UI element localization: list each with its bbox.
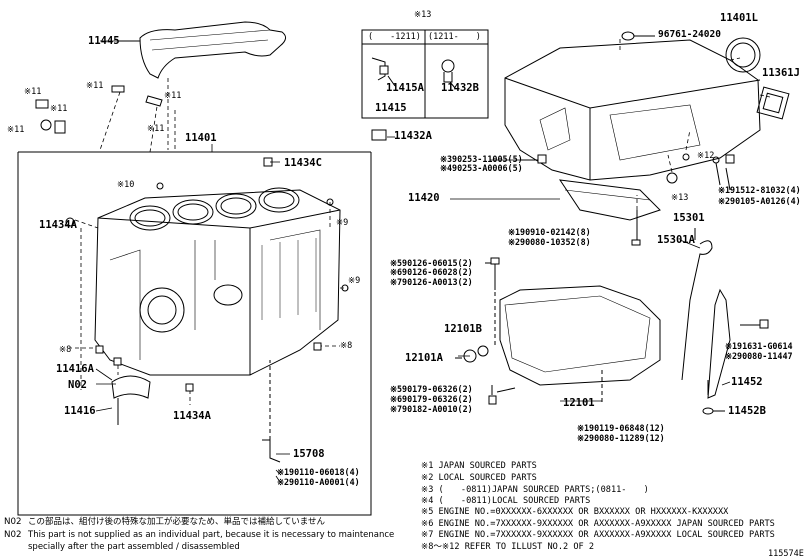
callout-590179: ※590179-06326(2) (390, 384, 473, 394)
callout-290110: ※290110-A0001(4) (277, 477, 360, 487)
label-n02: N02 (68, 379, 87, 391)
mark-11d: ※11 (50, 104, 68, 114)
mark-13-col1: ( -1211) (368, 32, 421, 42)
callout-190910: ※190910-02142(8) (508, 227, 591, 237)
callout-590126: ※590126-06015(2) (390, 258, 473, 268)
callout-13-parts (371, 57, 456, 89)
mark-11a: ※11 (86, 81, 104, 91)
label-11416a: 11416A (56, 363, 94, 375)
mark-13-mid: ※13 (671, 193, 689, 203)
footnote-code: N02 (4, 517, 22, 527)
callout-290080c: ※290080-11289(12) (577, 433, 665, 443)
label-11434a-bottom: 11434A (173, 410, 211, 422)
label-11415a: 11415A (386, 82, 424, 94)
block-frame (17, 152, 372, 516)
label-12101: 12101 (563, 397, 595, 409)
callout-190110: ※190110-06018(4) (277, 467, 360, 477)
oil-pan-12101 (499, 285, 661, 386)
legend-line-5: ※5 ENGINE NO.=0XXXXXX-6XXXXXX OR BXXXXXX… (421, 507, 729, 517)
mark-13-top: ※13 (414, 10, 432, 20)
legend-line-3: ※3 ( -0811)JAPAN SOURCED PARTS;(0811- ) (421, 485, 649, 495)
illustration-number: 115574E (768, 549, 804, 559)
cover-11445 (139, 21, 286, 79)
callout-490253: ※490253-A0006(5) (440, 163, 523, 173)
mark-11f: ※11 (147, 124, 165, 134)
legend-line-1: ※1 JAPAN SOURCED PARTS (421, 461, 537, 471)
mark-11c: ※11 (24, 87, 42, 97)
legend-line-8: ※8～※12 REFER TO ILLUST NO.2 OF 2 (421, 542, 595, 552)
callout-191631: ※191631-G0614 (725, 341, 793, 351)
label-11415: 11415 (375, 102, 407, 114)
callout-790182: ※790182-A0010(2) (390, 404, 473, 414)
mark-9a: ※9 (336, 218, 349, 228)
label-15301a: 15301A (657, 234, 695, 246)
callout-290105: ※290105-A0126(4) (718, 196, 801, 206)
footnote-code-2: N02 (4, 530, 22, 540)
label-15708: 15708 (293, 448, 325, 460)
label-15301: 15301 (673, 212, 705, 224)
callout-690179: ※690179-06326(2) (390, 394, 473, 404)
gasket-11361j (756, 86, 790, 120)
cylinder-block (94, 187, 341, 376)
mark-13-col2: (1211- ) (428, 32, 481, 42)
mark-11e: ※11 (7, 125, 25, 135)
mark-12: ※12 (697, 151, 715, 161)
label-11432a: 11432A (394, 130, 432, 142)
bolts-left (35, 85, 387, 392)
label-11416: 11416 (64, 405, 96, 417)
legend-line-6: ※6 ENGINE NO.=7XXXXXX-9XXXXXX OR AXXXXXX… (421, 519, 775, 529)
callout-790126: ※790126-A0013(2) (390, 277, 473, 287)
legend-line-7: ※7 ENGINE NO.=7XXXXXX-9XXXXXX OR AXXXXXX… (421, 530, 775, 540)
callout-290080b: ※290080-11447 (725, 351, 793, 361)
footnote-en1: This part is not supplied as an individu… (28, 530, 395, 540)
mark-9b: ※9 (348, 276, 361, 286)
legend-line-2: ※2 LOCAL SOURCED PARTS (421, 473, 537, 483)
label-11401l: 11401L (720, 12, 758, 24)
label-12101a: 12101A (405, 352, 443, 364)
label-11452: 11452 (731, 376, 763, 388)
footnote-jp: この部品は、組付け後の特殊な加工が必要なため、単品では補給していません (28, 517, 325, 527)
mark-8a: ※8 (59, 345, 72, 355)
legend-line-4: ※4 ( -0811)LOCAL SOURCED PARTS (421, 496, 591, 506)
label-12101b: 12101B (444, 323, 482, 335)
callout-190119: ※190119-06848(12) (577, 423, 665, 433)
pipe-15708 (262, 439, 281, 463)
label-11401: 11401 (185, 132, 217, 144)
label-11434a-left: 11434A (39, 219, 77, 231)
callout-390253: ※390253-11005(5) (440, 154, 523, 164)
label-11420: 11420 (408, 192, 440, 204)
upper-oil-pan-11420 (504, 39, 761, 221)
mark-10: ※10 (117, 180, 135, 190)
label-96761: 96761-24020 (658, 29, 721, 40)
callout-290080a: ※290080-10352(8) (508, 237, 591, 247)
callout-191512: ※191512-81032(4) (718, 185, 801, 195)
dipstick-15301 (681, 228, 769, 415)
footnote-en2: specially after the part assembled / dis… (28, 542, 240, 552)
label-11445: 11445 (88, 35, 120, 47)
seal-11401l (725, 37, 761, 73)
mark-8b: ※8 (340, 341, 353, 351)
mark-11b: ※11 (164, 91, 182, 101)
label-11452b: 11452B (728, 405, 766, 417)
callout-690126: ※690126-06028(2) (390, 267, 473, 277)
label-11432b: 11432B (441, 82, 479, 94)
bearing-cap-11416 (111, 375, 151, 399)
label-11434c: 11434C (284, 157, 322, 169)
label-11361j: 11361J (762, 67, 800, 79)
